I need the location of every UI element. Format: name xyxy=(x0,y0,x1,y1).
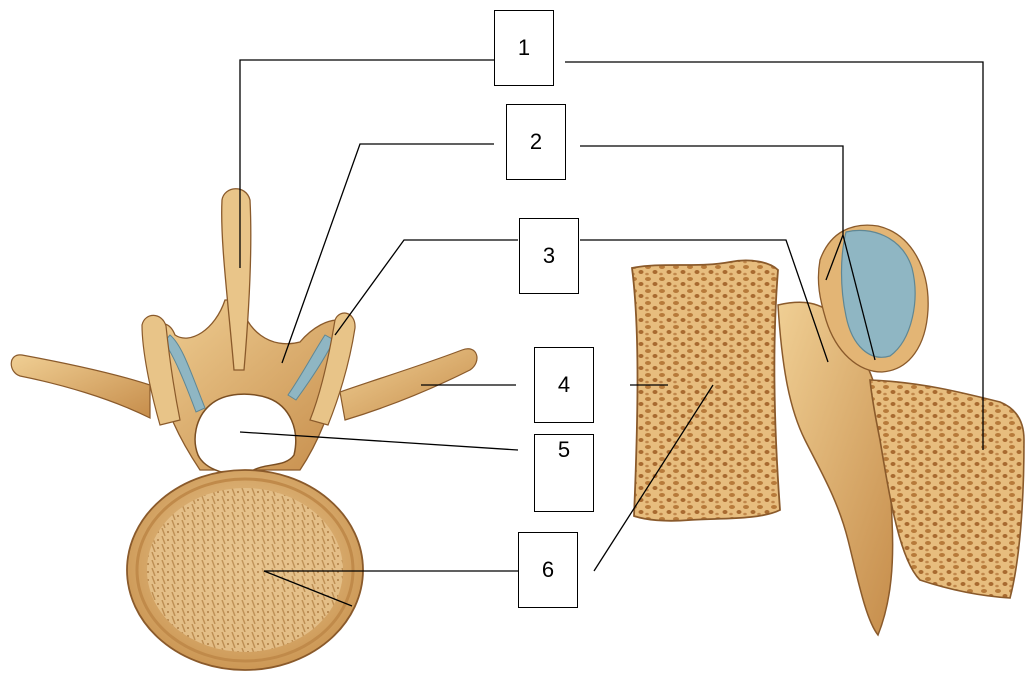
leader-line-3-left xyxy=(335,240,518,335)
leader-line-2-right xyxy=(580,146,843,235)
vertebra-sagittal-section xyxy=(632,225,1024,635)
vertebral-body-spongy-surface xyxy=(147,488,343,652)
label-box-4: 4 xyxy=(534,347,594,423)
label-box-2: 2 xyxy=(506,104,566,180)
leader-line-1-left xyxy=(240,60,494,268)
label-box-5: 5 xyxy=(534,434,594,512)
vertebra-superior-view xyxy=(11,189,477,670)
label-box-1: 1 xyxy=(494,10,554,86)
label-box-3: 3 xyxy=(519,218,579,294)
left-transverse-process xyxy=(11,355,150,418)
spinous-process-section xyxy=(870,380,1024,598)
body-section xyxy=(632,260,780,520)
label-box-6: 6 xyxy=(518,532,578,608)
